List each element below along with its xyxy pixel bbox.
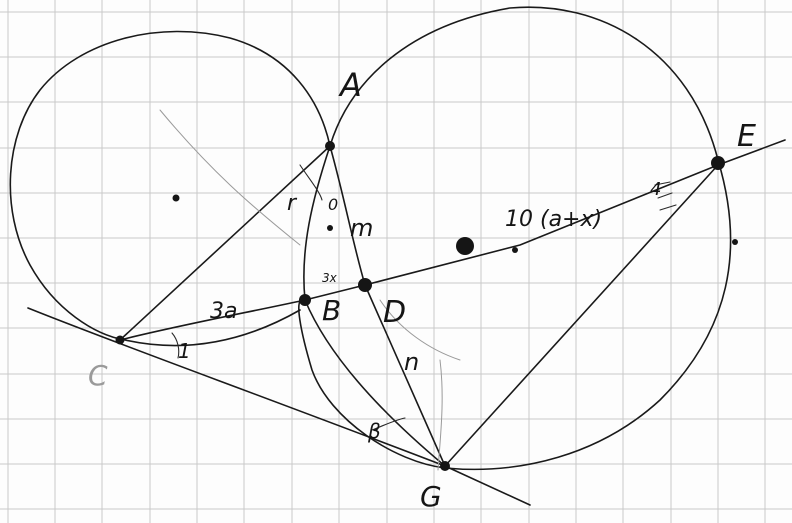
label-angle-beta: β xyxy=(367,419,381,443)
label-A: A xyxy=(338,66,362,104)
tick-marks-e xyxy=(654,181,677,211)
label-expression: 10 (a+x) xyxy=(505,207,602,232)
center-left-circle xyxy=(172,194,180,202)
label-B: B xyxy=(322,294,341,327)
point-E xyxy=(711,156,725,170)
label-zero: 0 xyxy=(328,195,338,214)
label-D: D xyxy=(383,295,406,330)
mark-dot xyxy=(327,225,333,231)
segment-a-b xyxy=(303,145,331,301)
point-B xyxy=(299,294,311,306)
tangent-line xyxy=(27,307,531,506)
line-d-e xyxy=(364,139,786,286)
segment-d-g xyxy=(364,284,446,467)
label-n: n xyxy=(404,348,419,376)
label-3a: 3a xyxy=(210,299,237,324)
scribble-dot xyxy=(456,237,474,255)
angle-arc-g xyxy=(371,417,406,431)
segment-a-d xyxy=(329,145,366,286)
center-right-circle xyxy=(512,247,518,253)
segment-b-d xyxy=(304,284,366,301)
label-tick-4: 4 xyxy=(650,179,661,200)
segment-g-e xyxy=(444,164,719,467)
label-angle-3x: 3x xyxy=(322,271,338,285)
point-G xyxy=(440,461,450,471)
label-r: r xyxy=(287,191,298,216)
point-D xyxy=(358,278,372,292)
construction-line-3 xyxy=(437,359,443,471)
right-circle xyxy=(298,6,732,471)
label-G: G xyxy=(420,480,442,513)
segment-c-b xyxy=(119,299,306,341)
point-C xyxy=(115,335,125,345)
construction-line-1 xyxy=(159,109,301,246)
label-C: C xyxy=(88,359,108,392)
label-E: E xyxy=(737,119,756,154)
point-A xyxy=(325,141,335,151)
segment-b-g xyxy=(304,299,446,467)
label-arrow-1: 1 xyxy=(178,339,191,363)
label-m: m xyxy=(350,214,373,242)
construction-line-2 xyxy=(379,299,461,361)
angle-arc-c xyxy=(171,332,180,359)
segment-a-c xyxy=(119,145,331,341)
arrow-dot xyxy=(732,239,738,245)
angle-arc-a xyxy=(299,164,323,201)
left-circle xyxy=(9,30,331,347)
